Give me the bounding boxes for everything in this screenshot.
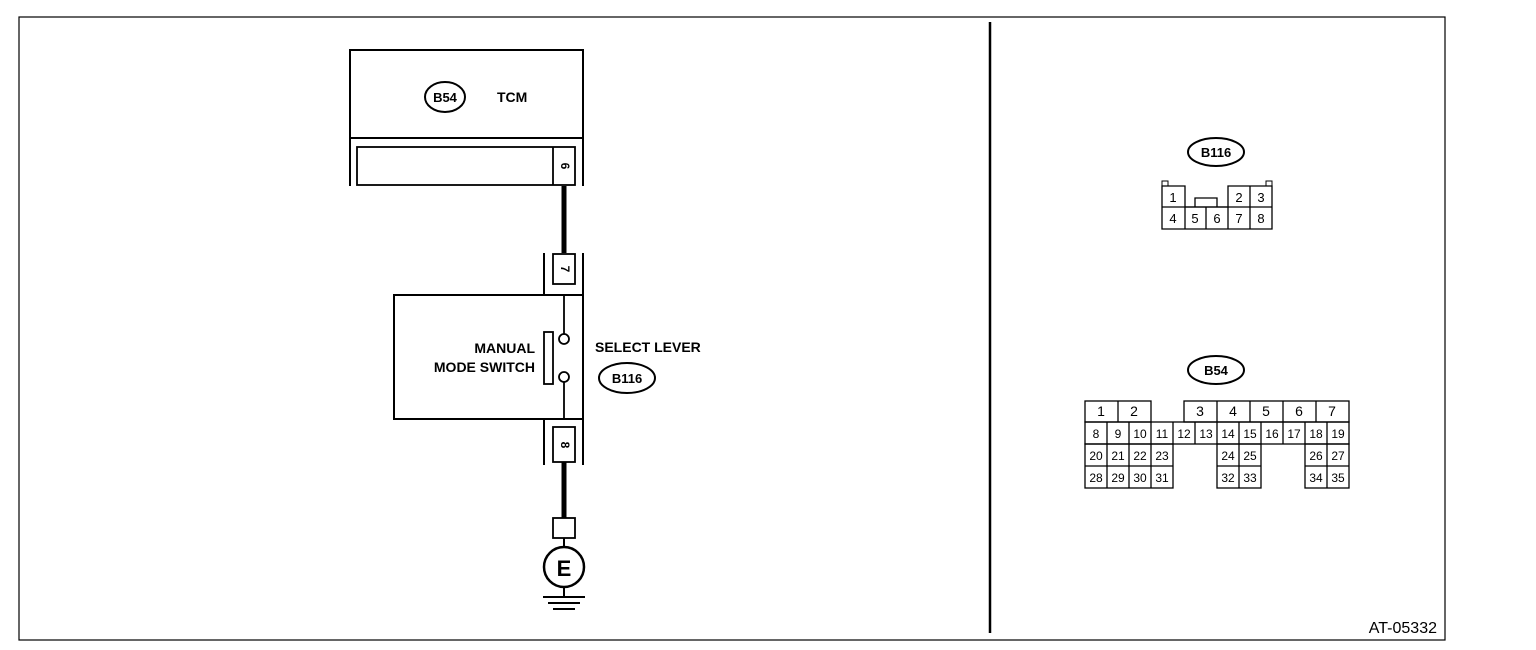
b54-pin-label: 16 bbox=[1265, 427, 1279, 441]
select-lever-label: SELECT LEVER bbox=[595, 339, 701, 355]
b54-pin-label: 25 bbox=[1243, 449, 1257, 463]
connector-b54: B54 1 2 3 4 5 6 7 8 9 10 11 12 13 14 bbox=[1084, 355, 1350, 489]
b54-pin-label: 35 bbox=[1331, 471, 1345, 485]
b54-pin-label: 21 bbox=[1111, 449, 1125, 463]
b116-pin-label: 4 bbox=[1169, 211, 1176, 226]
b54-pin-label: 28 bbox=[1089, 471, 1103, 485]
b116-label: B116 bbox=[1201, 145, 1231, 160]
switch-contact-top bbox=[558, 333, 570, 345]
b54-pin-label: 14 bbox=[1221, 427, 1235, 441]
switch-connector-badge bbox=[598, 362, 656, 394]
b54-pin-label: 18 bbox=[1309, 427, 1323, 441]
tcm-connector-block bbox=[356, 146, 576, 186]
b54-pin-label: 30 bbox=[1133, 471, 1147, 485]
b54-pin-label: 6 bbox=[1295, 403, 1303, 419]
switch-contact-bottom bbox=[558, 371, 570, 383]
switch-name-line1: MANUAL bbox=[474, 340, 535, 356]
b116-pin-label: 6 bbox=[1213, 211, 1220, 226]
b54-pin-label: 12 bbox=[1177, 427, 1191, 441]
b54-pin-label: 29 bbox=[1111, 471, 1125, 485]
switch-top-connector: 7 bbox=[543, 253, 584, 295]
b54-pin-label: 5 bbox=[1262, 403, 1270, 419]
tcm-name: TCM bbox=[497, 89, 527, 105]
b54-pin-label: 22 bbox=[1133, 449, 1147, 463]
switch-name-line2: MODE SWITCH bbox=[434, 359, 535, 375]
b54-badge bbox=[1187, 355, 1245, 385]
b116-pin-label: 1 bbox=[1169, 190, 1176, 205]
b54-pin-label: 15 bbox=[1243, 427, 1257, 441]
tcm-connector-label: B54 bbox=[433, 90, 458, 105]
b116-pin-label: 7 bbox=[1235, 211, 1242, 226]
ground-label: E bbox=[557, 556, 572, 581]
b54-pin-label: 26 bbox=[1309, 449, 1323, 463]
b54-pin-label: 11 bbox=[1156, 427, 1169, 441]
b54-pin-label: 27 bbox=[1331, 449, 1345, 463]
b54-pin-label: 19 bbox=[1331, 427, 1345, 441]
b54-pin-label: 23 bbox=[1155, 449, 1169, 463]
b54-pin-label: 10 bbox=[1133, 427, 1147, 441]
b54-pin-label: 13 bbox=[1199, 427, 1213, 441]
b54-pin-label: 24 bbox=[1221, 449, 1235, 463]
b54-pin-label: 4 bbox=[1229, 403, 1237, 419]
b54-pin-label: 33 bbox=[1243, 471, 1257, 485]
b116-pin-label: 3 bbox=[1257, 190, 1264, 205]
b54-pin-label: 1 bbox=[1097, 403, 1105, 419]
b54-pin-label: 32 bbox=[1221, 471, 1235, 485]
outer-frame bbox=[18, 16, 1446, 641]
b54-pin-label: 7 bbox=[1328, 403, 1336, 419]
tcm-connector-badge bbox=[424, 81, 466, 113]
tcm-unit: B54 TCM 6 bbox=[349, 49, 584, 186]
b54-pin-label: 3 bbox=[1196, 403, 1204, 419]
figure-id: AT-05332 bbox=[1369, 620, 1437, 637]
ground-symbol: E bbox=[542, 517, 586, 610]
b116-key bbox=[1194, 197, 1218, 207]
b116-pin-label: 2 bbox=[1235, 190, 1242, 205]
switch-connector-label: B116 bbox=[612, 371, 642, 386]
b54-pin-label: 20 bbox=[1089, 449, 1103, 463]
b116-pin-label: 5 bbox=[1191, 211, 1198, 226]
b54-pin-label: 34 bbox=[1309, 471, 1323, 485]
switch-pin-bottom-label: 8 bbox=[558, 442, 572, 449]
b54-pin-label: 2 bbox=[1130, 403, 1138, 419]
b54-pin-label: 17 bbox=[1287, 427, 1301, 441]
manual-mode-switch: MANUAL MODE SWITCH bbox=[393, 294, 584, 420]
b54-label: B54 bbox=[1204, 363, 1229, 378]
connector-b116: B116 1 2 3 4 5 6 7 8 bbox=[1161, 137, 1273, 230]
switch-pin-top-label: 7 bbox=[558, 266, 572, 273]
switch-bottom-connector: 8 bbox=[543, 419, 584, 465]
b54-pin-label: 31 bbox=[1155, 471, 1169, 485]
switch-actuator bbox=[543, 331, 554, 385]
b116-pin-label: 8 bbox=[1257, 211, 1264, 226]
b54-pin-label: 9 bbox=[1115, 427, 1122, 441]
b116-badge bbox=[1187, 137, 1245, 167]
tcm-pin-label: 6 bbox=[558, 163, 572, 170]
b54-pin-label: 8 bbox=[1093, 427, 1100, 441]
